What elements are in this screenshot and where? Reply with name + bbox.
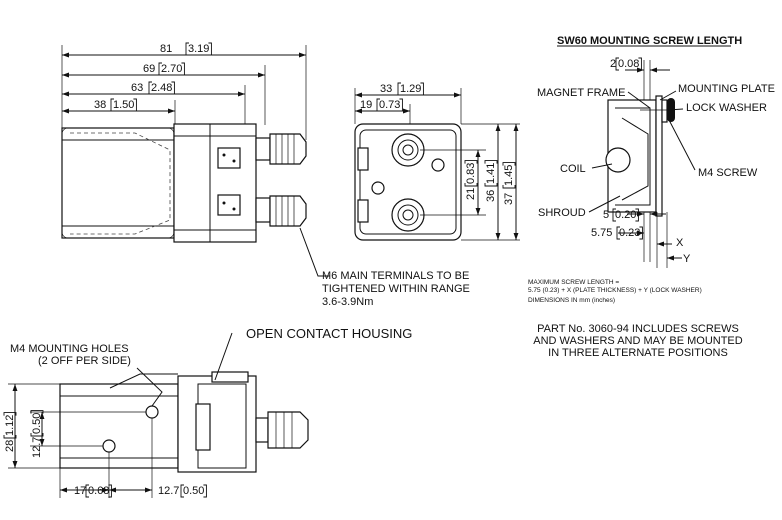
open-contact-window <box>195 403 211 451</box>
dim-33-inch: 1.29 <box>400 83 421 95</box>
top-view <box>61 45 330 277</box>
inch-bracket <box>615 57 642 71</box>
dim-21-inch: 0.83 <box>465 163 477 184</box>
terminal-note-line2: TIGHTENED WITHIN RANGE <box>322 283 470 295</box>
dim-38-value: 38 <box>94 99 106 111</box>
label-x: X <box>676 237 684 249</box>
dim-28-inch: 1.12 <box>4 415 16 436</box>
label-lock-washer: LOCK WASHER <box>686 102 767 114</box>
part-note-line3: IN THREE ALTERNATE POSITIONS <box>548 347 728 359</box>
dim-38-inch: 1.50 <box>113 99 134 111</box>
units-note: DIMENSIONS IN mm (inches) <box>528 297 615 304</box>
end-view <box>354 88 520 241</box>
inch-bracket <box>110 98 137 112</box>
side-terminal-nut <box>267 411 309 449</box>
mounting-holes-line1: M4 MOUNTING HOLES <box>10 343 129 355</box>
dim-69-value: 69 <box>143 63 155 75</box>
dim-37-value: 37 <box>503 193 515 205</box>
inch-bracket <box>30 410 44 437</box>
inch-bracket <box>158 62 185 76</box>
dim-127v-value: 12.7 <box>31 437 43 458</box>
dim-575-value: 5.75 <box>591 227 612 239</box>
screw-detail <box>557 45 731 268</box>
detail-coil <box>605 147 631 173</box>
max-length-line1: MAXIMUM SCREW LENGTH = <box>528 279 619 286</box>
terminal-note-line1: M6 MAIN TERMINALS TO BE <box>322 270 469 282</box>
dim-5-inch: 0.20 <box>615 209 636 221</box>
dim-63-value: 63 <box>131 82 143 94</box>
detail-mounting-plate <box>655 95 663 217</box>
dim-5-value: 5 <box>603 209 609 221</box>
inch-bracket <box>3 412 17 439</box>
contact-housing <box>173 123 257 243</box>
inch-bracket <box>502 162 516 189</box>
dim-21-value: 21 <box>465 188 477 200</box>
end-body <box>354 123 462 241</box>
inch-bracket <box>616 226 643 240</box>
part-note-line2: AND WASHERS AND MAY BE MOUNTED <box>533 335 742 347</box>
mounting-holes-line2: (2 OFF PER SIDE) <box>38 355 131 367</box>
part-note-line1: PART No. 3060-94 INCLUDES SCREWS <box>537 323 739 335</box>
label-shroud: SHROUD <box>538 207 586 219</box>
label-mounting-plate: MOUNTING PLATE <box>678 83 775 95</box>
label-magnet-frame: MAGNET FRAME <box>537 87 625 99</box>
dim-17-value: 17 <box>74 485 86 497</box>
label-y: Y <box>683 253 691 265</box>
screw-detail-title: SW60 MOUNTING SCREW LENGTH <box>557 35 742 47</box>
dim-36-value: 36 <box>485 190 497 202</box>
inch-bracket <box>185 42 212 56</box>
dim-575-inch: 0.23 <box>619 227 640 239</box>
inch-bracket <box>85 484 112 498</box>
dim-2-inch: 0.08 <box>618 58 639 70</box>
dim-17-inch: 0.68 <box>88 485 109 497</box>
dim-19-inch: 0.73 <box>379 99 400 111</box>
terminal-note-line3: 3.6-3.9Nm <box>322 296 373 308</box>
dim-127v-inch: 0.50 <box>31 413 43 434</box>
dim-127h-value: 12.7 <box>158 485 179 497</box>
label-coil: COIL <box>560 163 586 175</box>
open-contact-housing-label: OPEN CONTACT HOUSING <box>246 326 412 341</box>
side-contact-housing <box>177 375 257 473</box>
dim-69-inch: 2.70 <box>161 63 182 75</box>
dim-28-value: 28 <box>4 440 16 452</box>
dim-37-inch: 1.45 <box>503 165 515 186</box>
dim-2-value: 2 <box>610 58 616 70</box>
dim-81-value: 81 <box>160 43 172 55</box>
side-magnet-housing <box>59 383 179 469</box>
max-length-line2: 5.75 (0.23) + X (PLATE THICKNESS) + Y (L… <box>528 287 702 294</box>
inch-bracket <box>612 208 639 222</box>
dim-127h-inch: 0.50 <box>183 485 204 497</box>
dim-19-value: 19 <box>360 99 372 111</box>
dim-33-value: 33 <box>380 83 392 95</box>
inch-bracket <box>397 82 424 96</box>
dim-36-inch: 1.41 <box>485 163 497 184</box>
inch-bracket <box>376 98 403 112</box>
inch-bracket <box>464 160 478 187</box>
side-view <box>8 332 309 498</box>
inch-bracket <box>148 81 175 95</box>
inch-bracket <box>484 160 498 187</box>
inch-bracket <box>180 484 207 498</box>
dim-81-inch: 3.19 <box>188 43 209 55</box>
label-m4-screw: M4 SCREW <box>698 167 758 179</box>
dim-63-inch: 2.48 <box>151 82 172 94</box>
